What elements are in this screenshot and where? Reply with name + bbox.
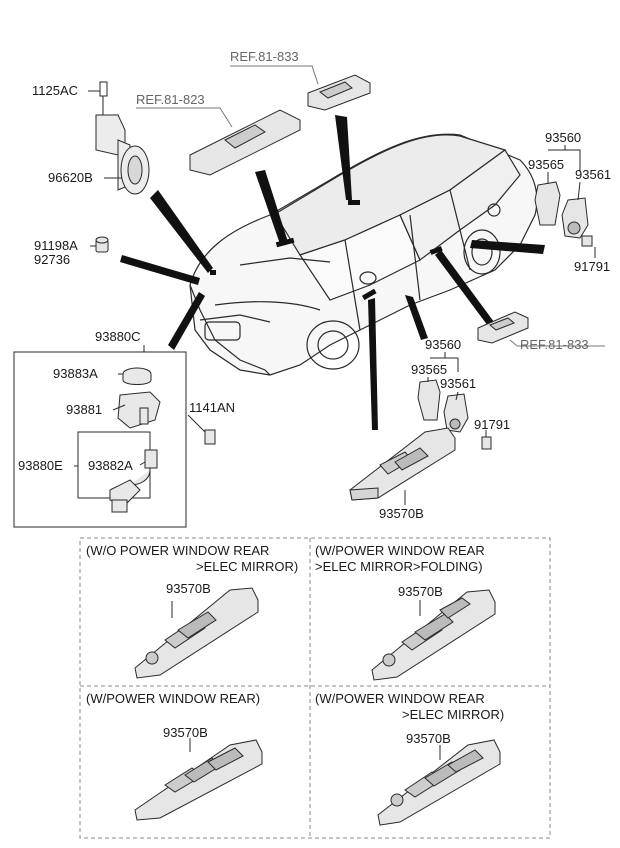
part-93560-top-label: 93560 (545, 130, 582, 145)
variant-2-line2: >ELEC MIRROR>FOLDING) (315, 559, 483, 574)
part-1125AC-label: 1125AC (32, 83, 79, 98)
variant-1-line2: >ELEC MIRROR) (196, 559, 299, 574)
part-91791-top-label: 91791 (574, 259, 611, 274)
leader-lines-right-mid (427, 352, 487, 437)
part-93880E-label: 93880E (18, 458, 63, 473)
part-93881-label: 93881 (66, 402, 103, 417)
switch-parts-93880C (109, 367, 216, 513)
mirror-switch-upper (534, 181, 593, 247)
door-trim-switch-left (189, 109, 301, 176)
variant-4-part-label: 93570B (406, 731, 451, 746)
part-93560-mid-label: 93560 (425, 337, 462, 352)
variant-4-line2: >ELEC MIRROR) (402, 707, 505, 722)
ref-81-833-top-label: REF.81-833 (230, 49, 299, 64)
variant-switch-1 (134, 587, 259, 679)
leader-wedges (120, 115, 545, 430)
variant-2-part-label: 93570B (398, 584, 443, 599)
variant-1-part-label: 93570B (166, 581, 211, 596)
part-93880C-label: 93880C (95, 329, 141, 344)
part-1141AN-label: 1141AN (189, 400, 236, 415)
variant-switch-4 (377, 739, 501, 826)
part-93570B-main-label: 93570B (379, 506, 424, 521)
variant-switch-3 (134, 738, 263, 821)
part-96620B-label: 96620B (48, 170, 93, 185)
door-trim-switch-top (307, 74, 371, 111)
ref-81-823-label: REF.81-823 (136, 92, 205, 107)
part-91791-mid-label: 91791 (474, 417, 511, 432)
leader-lines-box (112, 373, 206, 466)
car-illustration (189, 133, 538, 376)
part-93561-mid-label: 93561 (440, 376, 477, 391)
ref-81-833-right-label: REF.81-833 (520, 337, 589, 352)
variant-2-line1: (W/POWER WINDOW REAR (315, 543, 485, 558)
mount-points (210, 200, 443, 301)
part-91198A-label: 91198A (34, 238, 78, 253)
part-93883A-label: 93883A (53, 366, 98, 381)
variant-1-line1: (W/O POWER WINDOW REAR (86, 543, 270, 558)
switch-93570B-main (349, 427, 456, 505)
part-93565-top-label: 93565 (528, 157, 565, 172)
part-93882A-label: 93882A (88, 458, 133, 473)
leader-lines-left (88, 90, 122, 247)
mirror-switch-mid (417, 379, 492, 450)
variant-grid (79, 537, 551, 839)
detail-box-93880C (13, 345, 187, 528)
grommet-91198A (95, 236, 109, 253)
ref-leaders (136, 65, 605, 347)
part-93561-top-label: 93561 (575, 167, 612, 182)
variant-4-line1: (W/POWER WINDOW REAR (315, 691, 485, 706)
leader-lines-right-top (547, 145, 596, 258)
variant-switch-2 (371, 589, 496, 681)
door-trim-switch-right (477, 311, 529, 344)
part-92736-label: 92736 (34, 252, 71, 267)
variant-3-part-label: 93570B (163, 725, 208, 740)
variant-3-line1: (W/POWER WINDOW REAR) (86, 691, 261, 706)
part-93565-mid-label: 93565 (411, 362, 448, 377)
